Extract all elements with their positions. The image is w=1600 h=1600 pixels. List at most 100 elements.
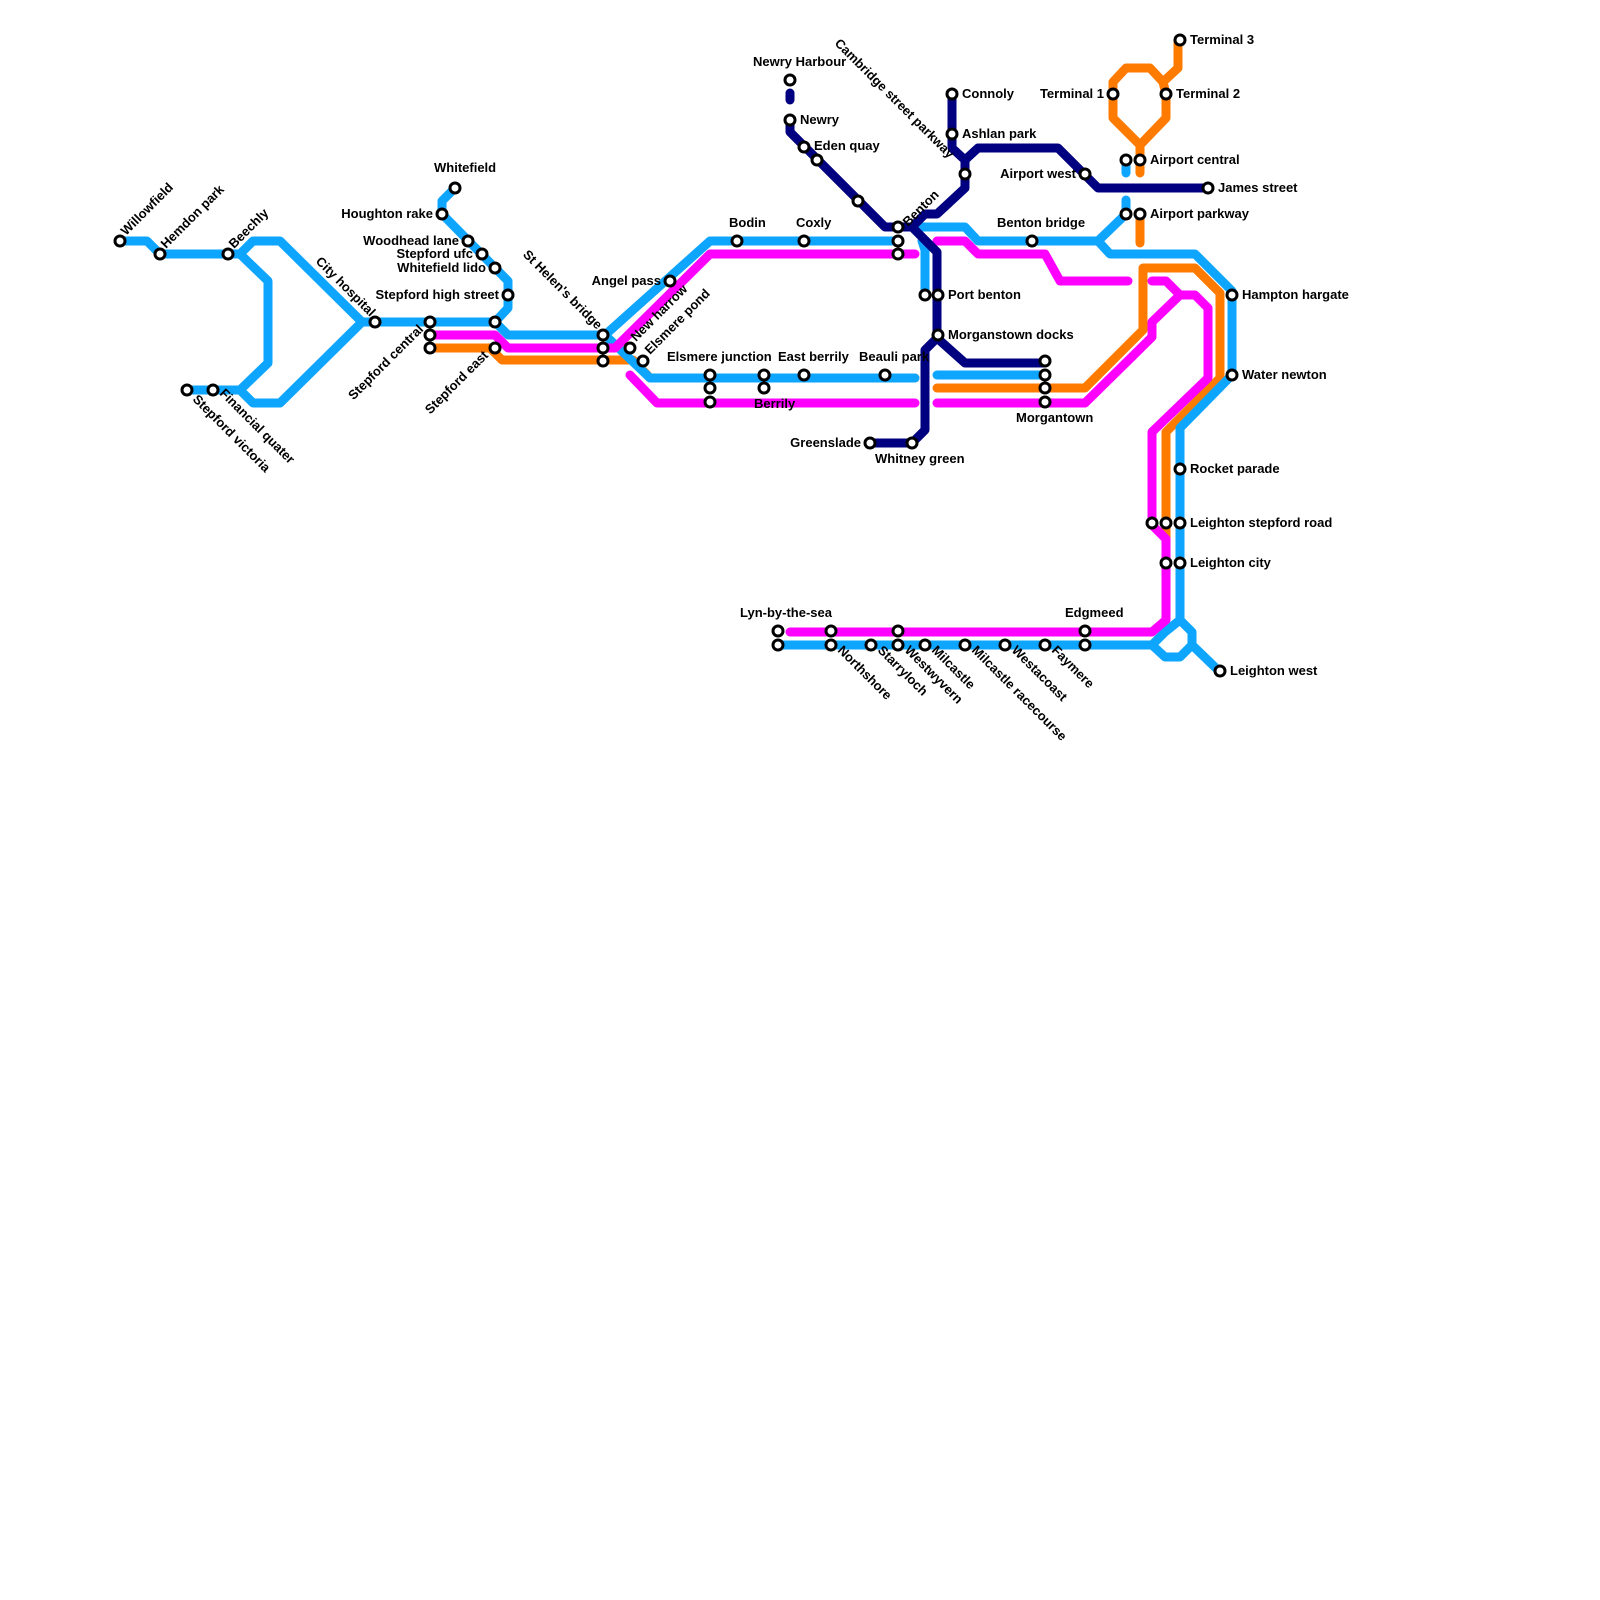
station-port-benton-2[interactable] <box>931 288 945 302</box>
station-benton-bridge[interactable] <box>1025 234 1039 248</box>
station-milcastle[interactable] <box>918 638 932 652</box>
station-whitefield[interactable] <box>448 181 462 195</box>
label-beauli-park: Beauli park <box>859 349 930 364</box>
station-hemdon-park[interactable] <box>153 247 167 261</box>
station-greenslade[interactable] <box>863 436 877 450</box>
station-elsmere-junction-2[interactable] <box>703 381 717 395</box>
station-stepford-east-2[interactable] <box>488 341 502 355</box>
station-morgantown-4[interactable] <box>1038 395 1052 409</box>
station-leighton-west[interactable] <box>1213 664 1227 678</box>
station-benton-2[interactable] <box>891 234 905 248</box>
station-angel-pass[interactable] <box>663 274 677 288</box>
station-berrily-1[interactable] <box>757 368 771 382</box>
station-new-harrow[interactable] <box>623 341 637 355</box>
label-benton-bridge: Benton bridge <box>997 215 1085 230</box>
station-morgantown-3[interactable] <box>1038 381 1052 395</box>
station-leighton-stepford-road-1[interactable] <box>1145 516 1159 530</box>
station-stepford-east-1[interactable] <box>488 315 502 329</box>
station-northshore-2[interactable] <box>824 638 838 652</box>
station-cambridge-street-parkway[interactable] <box>958 167 972 181</box>
station-bodin[interactable] <box>730 234 744 248</box>
station-whitefield-lido[interactable] <box>488 261 502 275</box>
station-northshore-1[interactable] <box>824 624 838 638</box>
station-coxly[interactable] <box>797 234 811 248</box>
station-benton-1[interactable] <box>891 220 905 234</box>
station-westwyvern-1[interactable] <box>891 624 905 638</box>
label-woodhead-lane: Woodhead lane <box>363 233 459 248</box>
station-city-hospital[interactable] <box>368 315 382 329</box>
station-newry[interactable] <box>783 113 797 127</box>
station-eden-quay-2[interactable] <box>810 153 824 167</box>
station-ashlan-park[interactable] <box>945 127 959 141</box>
station-stepford-victoria[interactable] <box>180 383 194 397</box>
station-lyn-by-the-sea-2[interactable] <box>771 638 785 652</box>
station-leighton-stepford-road-2[interactable] <box>1159 516 1173 530</box>
station-eden-quay[interactable] <box>797 140 811 154</box>
label-newry: Newry <box>800 112 840 127</box>
blue-line-whitefield-branch <box>437 183 513 327</box>
station-newry-harbour[interactable] <box>783 73 797 87</box>
station-faymere[interactable] <box>1038 638 1052 652</box>
orange-line-airport-upper <box>1108 37 1183 178</box>
station-terminal-2[interactable] <box>1159 87 1173 101</box>
station-morgantown-1[interactable] <box>1038 354 1052 368</box>
navy-line-connoly-branch <box>947 89 970 165</box>
station-st-helens-bridge-1[interactable] <box>596 328 610 342</box>
station-connoly[interactable] <box>945 87 959 101</box>
label-whitefield-lido: Whitefield lido <box>397 260 486 275</box>
station-stepford-ufc[interactable] <box>475 247 489 261</box>
label-terminal-2: Terminal 2 <box>1176 86 1240 101</box>
station-beechly[interactable] <box>221 247 235 261</box>
label-airport-parkway: Airport parkway <box>1150 206 1250 221</box>
station-woodhead-lane[interactable] <box>461 234 475 248</box>
station-whitney-green[interactable] <box>905 436 919 450</box>
station-st-helens-bridge-3[interactable] <box>596 354 610 368</box>
station-rocket-parade[interactable] <box>1173 462 1187 476</box>
station-westacoast[interactable] <box>998 638 1012 652</box>
station-james-street[interactable] <box>1201 181 1215 195</box>
station-east-berrily[interactable] <box>797 368 811 382</box>
label-water-newton: Water newton <box>1242 367 1327 382</box>
station-leighton-stepford-road-3[interactable] <box>1173 516 1187 530</box>
magenta-line-junction-segment <box>625 370 920 408</box>
station-houghton-rake[interactable] <box>435 207 449 221</box>
station-elsmere-junction-3[interactable] <box>703 395 717 409</box>
station-airport-parkway-2[interactable] <box>1133 207 1147 221</box>
station-airport-central-2[interactable] <box>1133 153 1147 167</box>
station-willowfield[interactable] <box>113 234 127 248</box>
station-benton-3[interactable] <box>891 247 905 261</box>
station-elsmere-junction-1[interactable] <box>703 368 717 382</box>
station-leighton-city-1[interactable] <box>1159 556 1173 570</box>
station-financial-quater[interactable] <box>206 383 220 397</box>
station-beauli-park[interactable] <box>878 368 892 382</box>
station-westwyvern-2[interactable] <box>891 638 905 652</box>
station-st-helens-bridge-2[interactable] <box>596 341 610 355</box>
station-milcastle-racecourse[interactable] <box>958 638 972 652</box>
station-stepford-central-2[interactable] <box>423 328 437 342</box>
label-rocket-parade: Rocket parade <box>1190 461 1280 476</box>
label-lyn-by-the-sea: Lyn-by-the-sea <box>740 605 833 620</box>
station-leighton-city-2[interactable] <box>1173 556 1187 570</box>
station-unnamed-navy[interactable] <box>851 194 865 208</box>
station-berrily-2[interactable] <box>757 381 771 395</box>
station-stepford-central-1[interactable] <box>423 315 437 329</box>
station-morgantown-2[interactable] <box>1038 368 1052 382</box>
station-stepford-central-3[interactable] <box>423 341 437 355</box>
station-airport-central-1[interactable] <box>1119 153 1133 167</box>
station-water-newton[interactable] <box>1225 368 1239 382</box>
station-morganstown-docks[interactable] <box>931 328 945 342</box>
station-airport-west[interactable] <box>1078 167 1092 181</box>
station-airport-parkway-1[interactable] <box>1119 207 1133 221</box>
station-terminal-1[interactable] <box>1106 87 1120 101</box>
station-port-benton-1[interactable] <box>918 288 932 302</box>
station-stepford-high-street[interactable] <box>501 288 515 302</box>
station-lyn-by-the-sea-1[interactable] <box>771 624 785 638</box>
station-terminal-3[interactable] <box>1173 33 1187 47</box>
station-starryloch[interactable] <box>864 638 878 652</box>
station-elsmere-pond[interactable] <box>636 354 650 368</box>
station-edgmeed-1[interactable] <box>1078 624 1092 638</box>
station-hampton-hargate[interactable] <box>1225 288 1239 302</box>
station-edgmeed-2[interactable] <box>1078 638 1092 652</box>
